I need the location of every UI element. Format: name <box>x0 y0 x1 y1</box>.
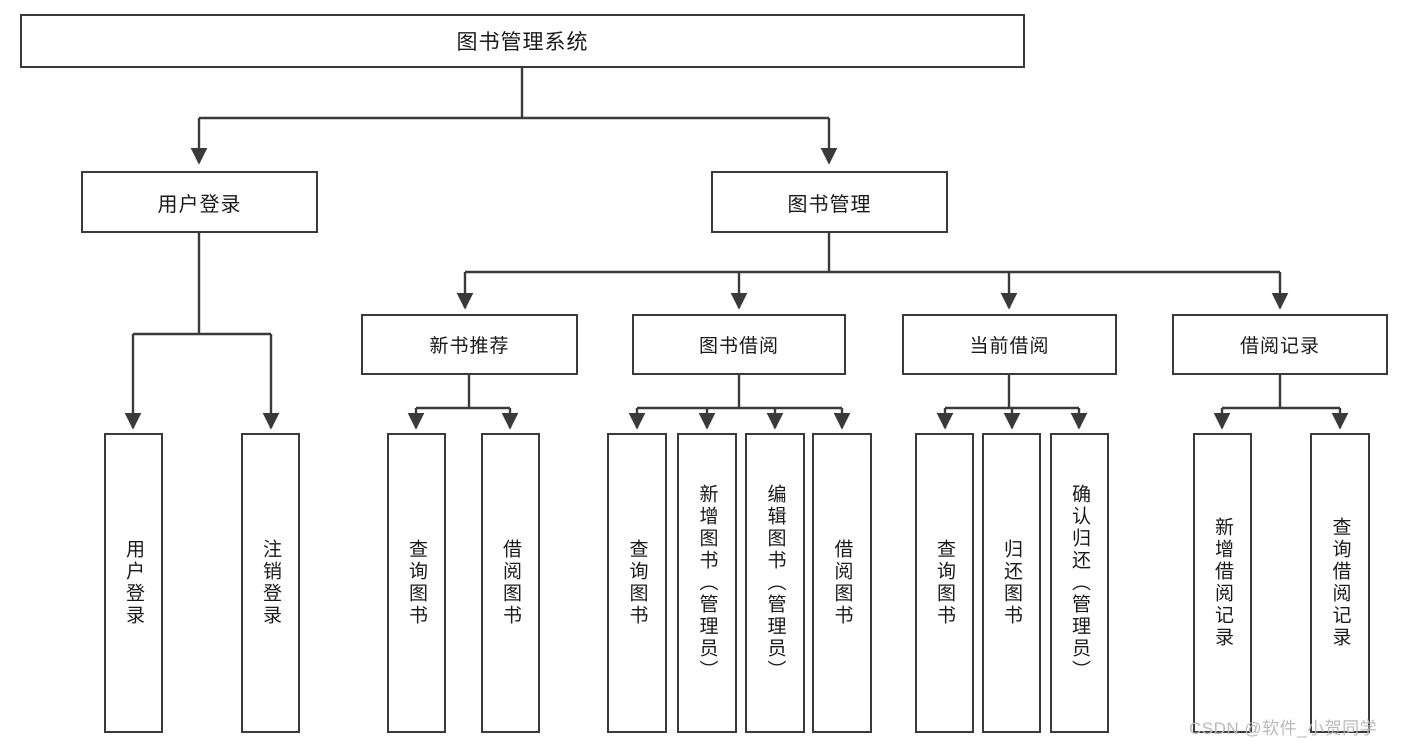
leaf-query-book-3-label: 查询图书 <box>934 539 955 627</box>
leaf-query-record-label: 查询借阅记录 <box>1329 517 1351 649</box>
node-current-borrow[interactable]: 当前借阅 <box>902 314 1117 375</box>
leaf-add-record-label: 新增借阅记录 <box>1212 517 1233 649</box>
node-book-borrow[interactable]: 图书借阅 <box>632 314 846 375</box>
leaf-confirm-return[interactable]: 确认归还（管理员） <box>1050 433 1109 733</box>
leaf-borrow-book-1[interactable]: 借阅图书 <box>481 433 540 733</box>
node-borrow-record-label: 借阅记录 <box>1239 336 1320 357</box>
leaf-query-record[interactable]: 查询借阅记录 <box>1310 433 1370 733</box>
leaf-borrow-book-2-label: 借阅图书 <box>831 539 853 627</box>
node-user-login[interactable]: 用户登录 <box>81 171 318 233</box>
node-root[interactable]: 图书管理系统 <box>20 14 1025 68</box>
leaf-borrow-book-2[interactable]: 借阅图书 <box>812 433 872 733</box>
leaf-query-book-3[interactable]: 查询图书 <box>915 433 974 733</box>
leaf-edit-book[interactable]: 编辑图书（管理员） <box>745 433 805 733</box>
leaf-return-book[interactable]: 归还图书 <box>982 433 1041 733</box>
leaf-edit-book-label: 编辑图书（管理员） <box>764 484 786 682</box>
node-borrow-record[interactable]: 借阅记录 <box>1172 314 1388 375</box>
leaf-query-book-1[interactable]: 查询图书 <box>387 433 446 733</box>
leaf-confirm-return-label: 确认归还（管理员） <box>1069 484 1090 682</box>
leaf-query-book-1-label: 查询图书 <box>406 539 427 627</box>
node-root-label: 图书管理系统 <box>456 31 589 54</box>
node-book-manage[interactable]: 图书管理 <box>711 171 948 233</box>
leaf-user-logout[interactable]: 注销登录 <box>241 433 300 733</box>
node-current-borrow-label: 当前借阅 <box>969 336 1050 357</box>
node-book-manage-label: 图书管理 <box>787 193 872 216</box>
leaf-borrow-book-1-label: 借阅图书 <box>500 539 521 627</box>
leaf-query-book-2[interactable]: 查询图书 <box>607 433 667 733</box>
leaf-add-record[interactable]: 新增借阅记录 <box>1193 433 1252 733</box>
leaf-user-login[interactable]: 用户登录 <box>104 433 163 733</box>
leaf-query-book-2-label: 查询图书 <box>626 539 648 627</box>
node-new-book-recommend-label: 新书推荐 <box>429 336 510 357</box>
node-book-borrow-label: 图书借阅 <box>698 336 779 357</box>
leaf-add-book-label: 新增图书（管理员） <box>696 484 718 682</box>
node-new-book-recommend[interactable]: 新书推荐 <box>361 314 578 375</box>
leaf-user-login-label: 用户登录 <box>123 539 144 627</box>
node-user-login-label: 用户登录 <box>157 193 242 216</box>
leaf-return-book-label: 归还图书 <box>1001 539 1022 627</box>
leaf-add-book[interactable]: 新增图书（管理员） <box>677 433 737 733</box>
leaf-user-logout-label: 注销登录 <box>260 539 281 627</box>
